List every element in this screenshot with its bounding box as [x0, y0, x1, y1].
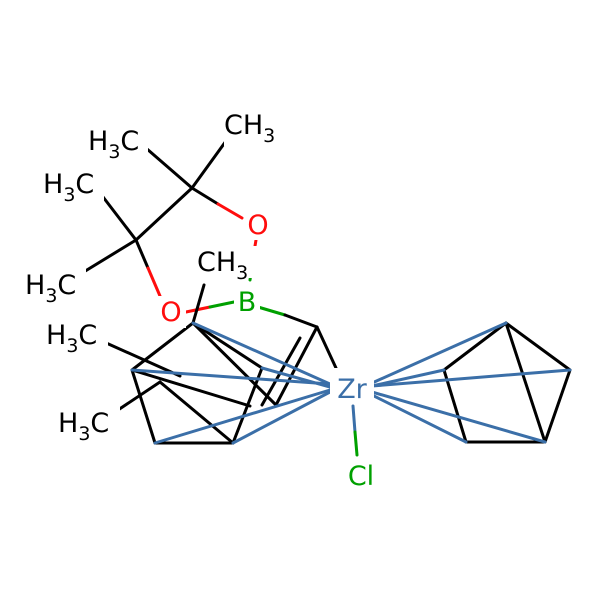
- bond-c2-methyl-lower-left: [80, 238, 138, 275]
- methyl-cp-upper-label: H3C: [46, 320, 97, 357]
- methyl-upper-left-label: H3C: [88, 126, 139, 163]
- bond-zr-cp1-4: [231, 390, 332, 445]
- bond-cp1-f: [191, 321, 278, 407]
- methyl-upper-right-label: CH3: [224, 110, 275, 147]
- bond-b-vinyl-a: [256, 305, 287, 317]
- bond-zr-cp2-5: [370, 368, 446, 388]
- bond-zr-cp2-4: [370, 393, 468, 444]
- label-backdrops: [24, 108, 382, 492]
- bond-zr-cl-a: [351, 404, 357, 434]
- methyl-lower-left-label: H3C: [25, 270, 76, 307]
- bonds: [80, 139, 572, 457]
- bond-zr-cp2-2: [370, 368, 572, 388]
- bond-cp1-b: [130, 368, 157, 445]
- bond-o-left-b-b: [208, 300, 236, 309]
- bond-c1-o-top-a: [190, 186, 220, 206]
- zirconium-label: Zr: [337, 374, 367, 405]
- bond-cp1-a: [130, 321, 195, 372]
- bond-c1-o-top-b: [216, 202, 244, 220]
- bond-cp1-methyl-upper: [102, 340, 182, 378]
- bond-vinyl-double-1: [274, 325, 319, 407]
- bond-zr-cp1-3: [153, 388, 332, 445]
- bond-cp1-inner-1: [130, 368, 252, 408]
- bond-c2-o-left-a: [134, 238, 150, 270]
- bond-c1-c2: [134, 186, 194, 242]
- bond-vinyl-double-2: [260, 336, 302, 407]
- bond-c1-methyl-upper-right: [190, 139, 228, 190]
- bond-b-vinyl-b: [283, 313, 319, 329]
- bond-cp2-f: [504, 321, 547, 444]
- oxygen-top-label: O: [247, 210, 268, 241]
- bond-cp1-inner-2: [158, 380, 235, 445]
- bond-zr-cp2-3: [370, 390, 547, 444]
- methyl-center-label: CH3: [197, 247, 248, 284]
- methyl-cp-lower-label: H3C: [58, 408, 109, 445]
- bond-zr-cp1-2: [130, 368, 332, 386]
- bond-zr-cp1-1: [191, 321, 332, 386]
- bond-zr-cl-b: [353, 430, 359, 457]
- bond-cp2-e: [442, 321, 508, 372]
- bond-c2-o-left-b: [146, 266, 162, 298]
- bond-zr-cp1-5: [260, 366, 332, 389]
- bond-cp2-d: [442, 368, 468, 444]
- bond-cp1-e: [191, 321, 264, 370]
- bond-cp2-b: [543, 368, 572, 444]
- bond-vinyl-zr: [315, 325, 338, 370]
- bond-c1-methyl-upper-left: [145, 147, 194, 190]
- chlorine-label: Cl: [348, 461, 374, 492]
- oxygen-left-label: O: [160, 297, 181, 328]
- methyl-mid-left-label: H3C: [43, 169, 94, 206]
- bond-zr-cp2-1: [370, 321, 508, 385]
- bond-cp1-methyl-center: [191, 283, 206, 325]
- bond-c2-methyl-mid-left: [98, 191, 138, 242]
- boron-label: B: [238, 287, 257, 318]
- zr-coordination-bonds: [130, 321, 572, 445]
- atom-labels: O O B Zr Cl H3C CH3 H3C H3C CH3 H3C H3C: [25, 110, 374, 492]
- bond-cp2-a: [504, 321, 572, 372]
